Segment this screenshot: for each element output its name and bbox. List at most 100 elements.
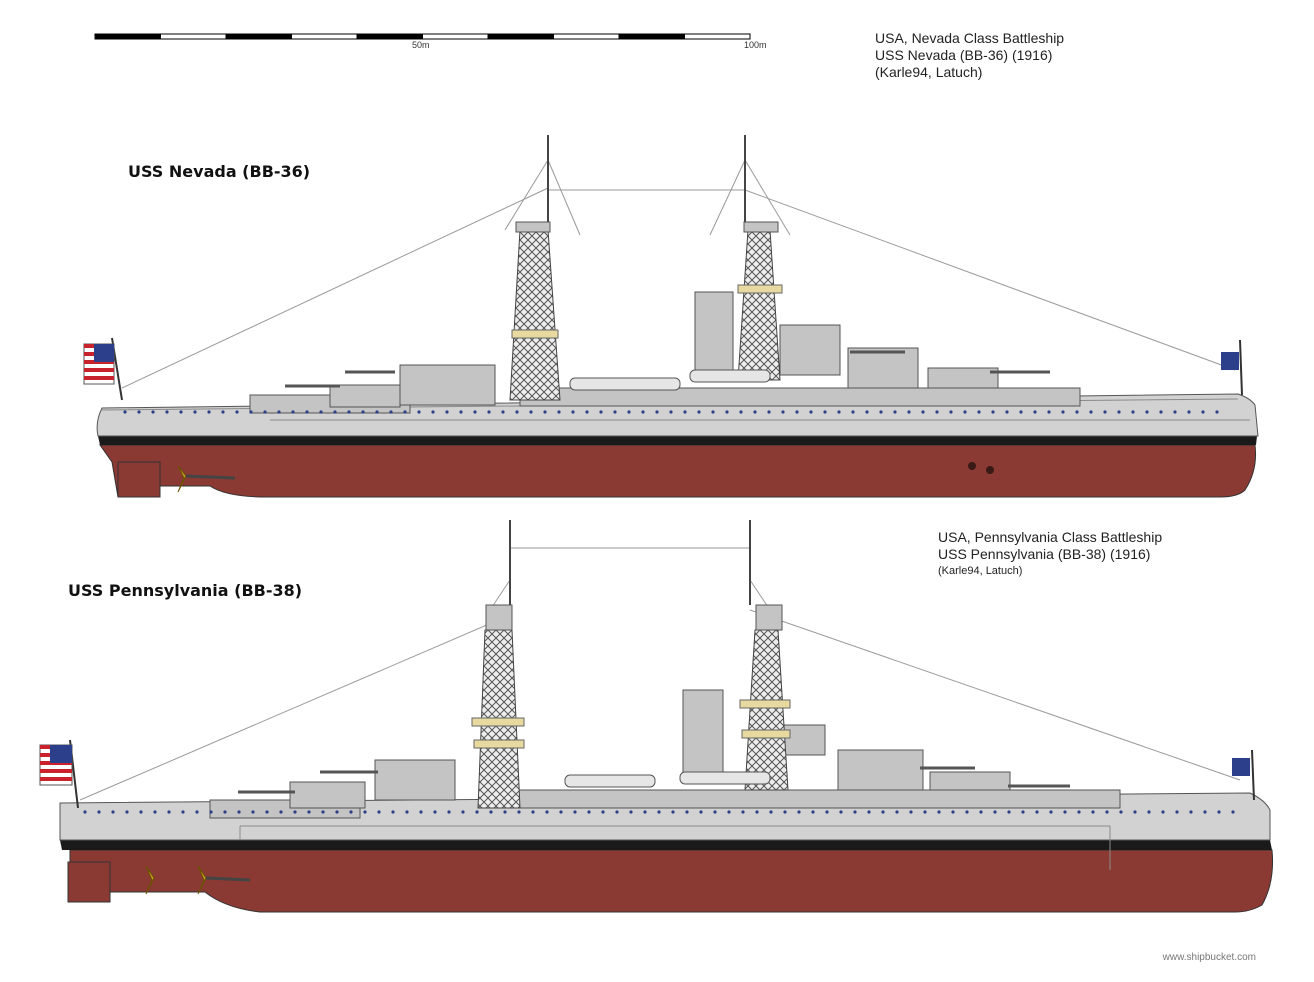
porthole — [727, 810, 731, 814]
porthole — [291, 410, 295, 414]
porthole — [613, 410, 617, 414]
porthole — [895, 810, 899, 814]
porthole — [1005, 410, 1009, 414]
porthole — [475, 810, 479, 814]
porthole — [1187, 410, 1191, 414]
porthole — [1077, 810, 1081, 814]
porthole — [265, 810, 269, 814]
porthole — [321, 810, 325, 814]
porthole — [473, 410, 477, 414]
porthole — [1063, 810, 1067, 814]
porthole — [531, 810, 535, 814]
porthole — [123, 410, 127, 414]
nevada-jack-icon — [1221, 352, 1239, 370]
porthole — [1131, 410, 1135, 414]
porthole — [503, 810, 507, 814]
porthole — [249, 410, 253, 414]
porthole — [711, 410, 715, 414]
porthole — [543, 410, 547, 414]
porthole — [111, 810, 115, 814]
pennsylvania-credit-line-1: USA, Pennsylvania Class Battleship — [938, 529, 1163, 545]
porthole — [501, 410, 505, 414]
porthole — [167, 810, 171, 814]
porthole — [867, 810, 871, 814]
porthole — [221, 410, 225, 414]
porthole — [1103, 410, 1107, 414]
nevada-boot-stripe — [98, 436, 1257, 445]
porthole — [937, 810, 941, 814]
porthole — [1231, 810, 1235, 814]
porthole — [153, 810, 157, 814]
porthole — [865, 410, 869, 414]
porthole — [1061, 410, 1065, 414]
porthole — [97, 810, 101, 814]
porthole — [725, 410, 729, 414]
porthole — [1033, 410, 1037, 414]
porthole — [683, 410, 687, 414]
nevada-propeller-icon — [177, 465, 187, 493]
porthole — [125, 810, 129, 814]
pennsylvania-boot-stripe — [60, 840, 1272, 850]
porthole — [1173, 410, 1177, 414]
porthole — [1203, 810, 1207, 814]
pennsylvania-credit: USA, Pennsylvania Class Battleship USS P… — [938, 529, 1162, 580]
porthole — [879, 410, 883, 414]
porthole — [151, 410, 155, 414]
porthole — [193, 410, 197, 414]
porthole — [1075, 410, 1079, 414]
porthole — [629, 810, 633, 814]
porthole — [545, 810, 549, 814]
nevada-credit-line-2: USS Nevada (BB-36) (1916) — [875, 47, 1053, 63]
porthole — [417, 410, 421, 414]
nevada-title: USS Nevada (BB-36) — [128, 162, 311, 181]
porthole — [293, 810, 297, 814]
pennsylvania-hull-red — [69, 849, 1273, 913]
porthole — [571, 410, 575, 414]
porthole — [585, 410, 589, 414]
porthole — [1021, 810, 1025, 814]
porthole — [263, 410, 267, 414]
porthole — [685, 810, 689, 814]
porthole — [1189, 810, 1193, 814]
porthole — [1217, 810, 1221, 814]
porthole — [949, 410, 953, 414]
porthole — [529, 410, 533, 414]
porthole — [809, 410, 813, 414]
porthole — [669, 410, 673, 414]
porthole — [419, 810, 423, 814]
porthole — [361, 410, 365, 414]
scale-bar — [94, 33, 751, 40]
porthole — [851, 410, 855, 414]
porthole — [349, 810, 353, 814]
pennsylvania-propeller-2-icon — [197, 865, 207, 895]
porthole — [1159, 410, 1163, 414]
porthole — [1019, 410, 1023, 414]
nevada-rudder — [117, 461, 161, 498]
porthole — [573, 810, 577, 814]
porthole — [641, 410, 645, 414]
nevada-stern-flag-icon — [83, 343, 115, 385]
nevada-aft-superstructure — [847, 347, 919, 389]
porthole — [699, 810, 703, 814]
porthole — [403, 410, 407, 414]
porthole — [1161, 810, 1165, 814]
porthole — [305, 410, 309, 414]
porthole — [557, 410, 561, 414]
porthole — [755, 810, 759, 814]
pennsylvania-funnel — [682, 689, 724, 776]
porthole — [319, 410, 323, 414]
porthole — [979, 810, 983, 814]
porthole — [993, 810, 997, 814]
porthole — [181, 810, 185, 814]
porthole — [251, 810, 255, 814]
porthole — [1089, 410, 1093, 414]
porthole — [461, 810, 465, 814]
nevada-credit-line-1: USA, Nevada Class Battleship — [875, 30, 1065, 46]
porthole — [909, 810, 913, 814]
porthole — [235, 410, 239, 414]
porthole — [447, 810, 451, 814]
porthole — [1133, 810, 1137, 814]
porthole — [657, 810, 661, 814]
porthole — [487, 410, 491, 414]
porthole — [977, 410, 981, 414]
